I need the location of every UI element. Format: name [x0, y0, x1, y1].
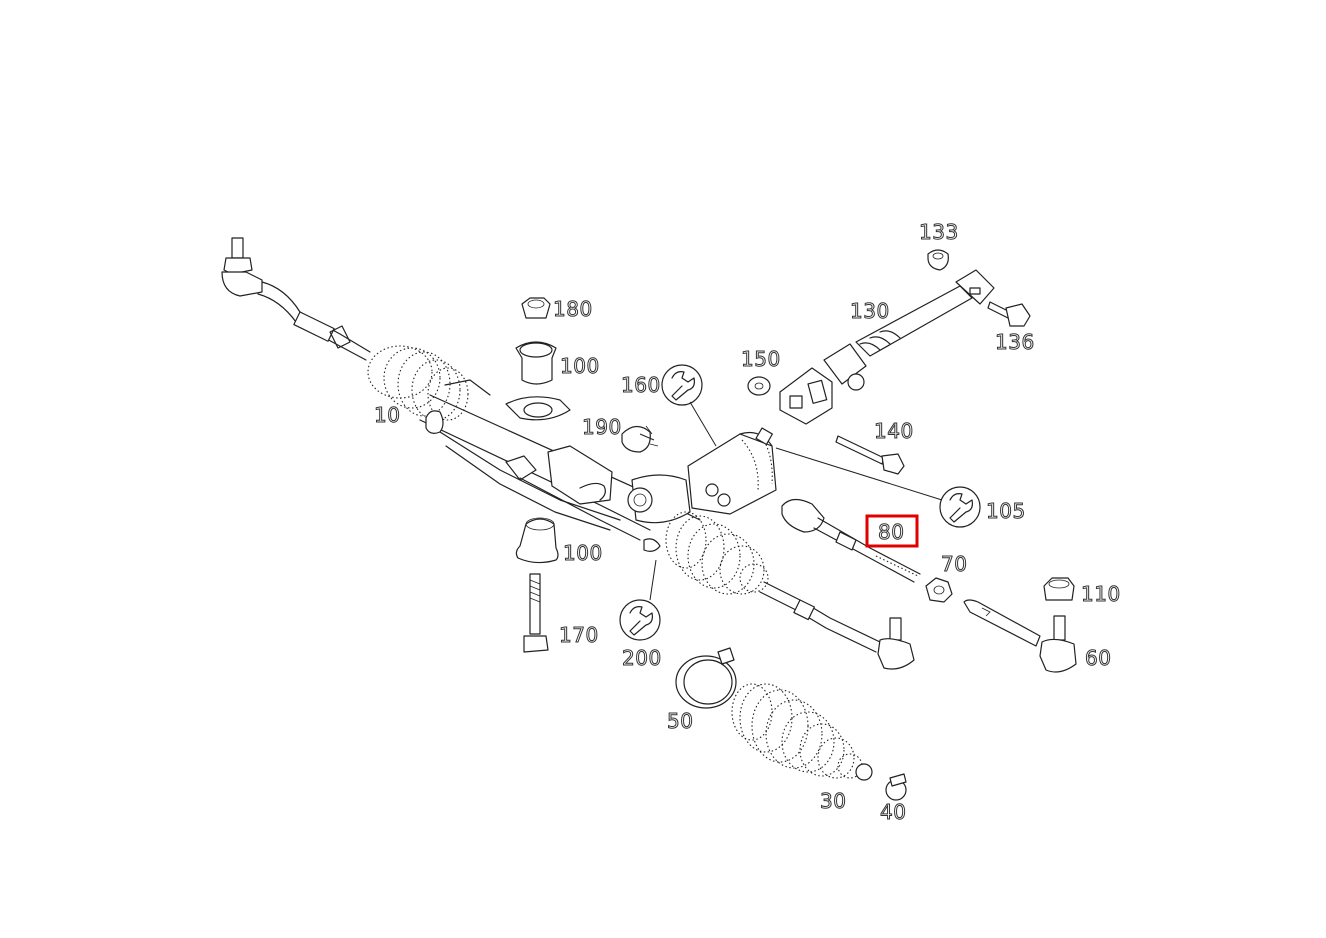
- label-130[interactable]: 130: [850, 299, 890, 324]
- clamp-40[interactable]: [885, 773, 907, 801]
- bolt-136[interactable]: [987, 301, 1031, 327]
- label-150[interactable]: 150: [741, 347, 781, 372]
- clamp-ring-50[interactable]: [675, 647, 737, 709]
- label-140[interactable]: 140: [874, 419, 914, 444]
- bellows-boot-30[interactable]: [731, 683, 873, 781]
- nut-180[interactable]: [521, 297, 551, 319]
- highlight-box-80: [865, 514, 919, 548]
- label-180[interactable]: 180: [553, 297, 593, 322]
- tie-rod-end-60[interactable]: [963, 599, 1077, 673]
- washer-133[interactable]: [927, 249, 949, 271]
- inner-tie-rod-80[interactable]: [781, 498, 921, 583]
- leader-lines: [639, 401, 943, 601]
- label-70[interactable]: 70: [941, 552, 968, 577]
- label-200[interactable]: 200: [622, 646, 662, 671]
- label-170[interactable]: 170: [559, 623, 599, 648]
- label-60[interactable]: 60: [1085, 646, 1112, 671]
- washer-150[interactable]: [747, 376, 771, 396]
- nut-110[interactable]: [1043, 577, 1075, 601]
- part-labels: 10 180 100 160 190 100 170 200 50 30 40 …: [374, 220, 1121, 825]
- steering-shaft-130[interactable]: [779, 269, 995, 425]
- label-110[interactable]: 110: [1081, 582, 1121, 607]
- wrench-icon-200: [619, 599, 661, 641]
- label-160[interactable]: 160: [621, 373, 661, 398]
- bolt-140[interactable]: [835, 435, 905, 475]
- label-100-upper[interactable]: 100: [560, 354, 600, 379]
- wrench-icon-105: [939, 486, 981, 528]
- label-10[interactable]: 10: [374, 403, 401, 428]
- wrench-icon-160: [661, 364, 703, 406]
- label-136[interactable]: 136: [995, 330, 1035, 355]
- label-30[interactable]: 30: [820, 789, 847, 814]
- cap-190[interactable]: [621, 425, 659, 453]
- label-190[interactable]: 190: [582, 415, 622, 440]
- label-50[interactable]: 50: [667, 709, 694, 734]
- label-40[interactable]: 40: [880, 800, 907, 825]
- label-133[interactable]: 133: [919, 220, 959, 245]
- label-105[interactable]: 105: [986, 499, 1026, 524]
- label-80[interactable]: 80: [878, 520, 905, 545]
- rubber-bushing-upper-100[interactable]: [515, 341, 557, 385]
- lock-nut-70[interactable]: [925, 577, 953, 603]
- label-100-lower[interactable]: 100: [563, 541, 603, 566]
- steering-rack-assembly[interactable]: [221, 237, 915, 670]
- bolt-170[interactable]: [523, 573, 549, 653]
- rubber-bushing-lower-100[interactable]: [515, 517, 559, 564]
